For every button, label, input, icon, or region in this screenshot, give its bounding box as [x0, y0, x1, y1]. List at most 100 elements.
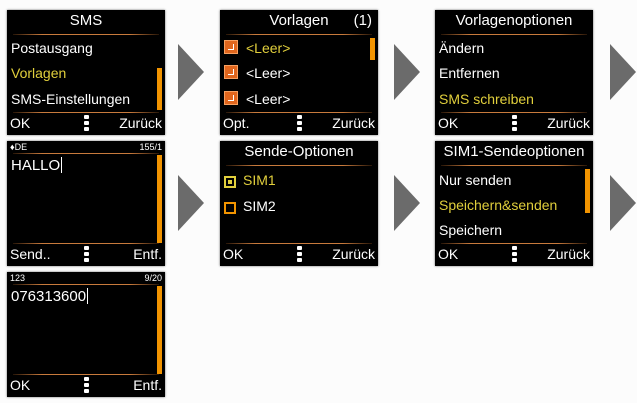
text-cursor	[87, 288, 89, 304]
title-text: Vorlagen	[269, 12, 329, 29]
send-softkey[interactable]: Send..	[10, 246, 51, 262]
softkey-bar: OK Entf.	[7, 375, 165, 395]
arrow-right-icon	[394, 175, 420, 231]
nav-updown-icon	[296, 246, 302, 264]
footer-divider	[13, 243, 159, 244]
radio-option-sim2[interactable]: SIM2	[224, 195, 276, 217]
message-text-field[interactable]: HALLO	[11, 157, 63, 174]
header-divider	[13, 284, 159, 285]
phone-number-text: 076313600	[11, 288, 87, 305]
radio-label: SIM1	[243, 172, 276, 188]
footer-divider	[441, 112, 587, 113]
title-divider	[226, 34, 372, 35]
screen-title: SMS	[69, 12, 103, 29]
number-entry-screen: 123 9/20 076313600 OK Entf.	[7, 272, 165, 397]
nav-updown-icon	[511, 246, 517, 264]
template-label: <Leer>	[246, 91, 291, 107]
input-mode-label: DE	[14, 142, 28, 152]
back-softkey[interactable]: Zurück	[547, 115, 590, 131]
nav-updown-icon	[511, 115, 517, 133]
template-options-screen: Vorlagenoptionen Ändern Entfernen SMS sc…	[435, 10, 593, 135]
option-speichern[interactable]: Speichern	[439, 222, 503, 238]
screen-title: SIM1-Sendeoptionen	[443, 143, 585, 160]
title-divider	[226, 165, 372, 166]
back-softkey[interactable]: Zurück	[332, 115, 375, 131]
ok-softkey[interactable]: OK	[438, 115, 459, 131]
menu-item-vorlagen[interactable]: Vorlagen	[11, 65, 67, 81]
back-softkey[interactable]: Zurück	[119, 115, 162, 131]
title-divider	[441, 165, 587, 166]
template-item-1[interactable]: <Leer>	[224, 37, 290, 59]
options-softkey[interactable]: Opt.	[223, 115, 250, 131]
option-speichern-senden[interactable]: Speichern&senden	[439, 197, 558, 213]
message-text: HALLO	[11, 157, 61, 174]
text-cursor	[61, 157, 63, 173]
template-count: (1)	[353, 12, 372, 29]
softkey-bar: Opt. Zurück	[220, 113, 378, 133]
screen-title: Sende-Optionen	[244, 143, 354, 160]
delete-softkey[interactable]: Entf.	[133, 246, 162, 262]
arrow-right-icon	[394, 44, 420, 100]
template-label: <Leer>	[246, 65, 291, 81]
arrow-right-icon	[610, 175, 636, 231]
phone-number-field[interactable]: 076313600	[11, 288, 89, 305]
sms-menu-screen: SMS Postausgang Vorlagen SMS-Einstellung…	[7, 10, 165, 135]
template-item-2[interactable]: <Leer>	[224, 62, 290, 84]
radio-selected-icon	[224, 176, 236, 188]
sim1-send-options-screen: SIM1-Sendeoptionen Nur senden Speichern&…	[435, 141, 593, 266]
footer-divider	[441, 243, 587, 244]
template-icon	[224, 91, 238, 105]
delete-softkey[interactable]: Entf.	[133, 377, 162, 393]
arrow-right-icon	[610, 44, 636, 100]
radio-label: SIM2	[243, 198, 276, 214]
menu-item-postausgang[interactable]: Postausgang	[11, 40, 93, 56]
option-aendern[interactable]: Ändern	[439, 40, 485, 56]
input-mode-indicator: 123	[10, 273, 26, 283]
ok-softkey[interactable]: OK	[10, 377, 31, 393]
radio-option-sim1[interactable]: SIM1	[224, 169, 276, 191]
template-icon	[224, 40, 238, 54]
softkey-bar: OK Zurück	[435, 244, 593, 264]
title-divider	[441, 34, 587, 35]
arrow-right-icon	[178, 44, 204, 100]
softkey-bar: OK Zurück	[220, 244, 378, 264]
ok-softkey[interactable]: OK	[223, 246, 244, 262]
char-counter: 155/1	[139, 142, 162, 152]
scrollbar[interactable]	[370, 38, 375, 60]
radio-unselected-icon	[224, 202, 236, 214]
screen-title: Vorlagen (1)	[220, 10, 378, 34]
scrollbar[interactable]	[585, 169, 590, 213]
ok-softkey[interactable]: OK	[10, 115, 31, 131]
input-mode-indicator: ♦DE	[10, 142, 28, 152]
footer-divider	[226, 243, 372, 244]
option-nur-senden[interactable]: Nur senden	[439, 172, 512, 188]
footer-divider	[226, 112, 372, 113]
title-divider	[13, 34, 159, 35]
softkey-bar: Send.. Entf.	[7, 244, 165, 264]
back-softkey[interactable]: Zurück	[332, 246, 375, 262]
template-icon	[224, 65, 238, 79]
screen-title: Vorlagenoptionen	[455, 12, 573, 29]
footer-divider	[13, 112, 159, 113]
send-options-screen: Sende-Optionen SIM1 SIM2 OK Zurück	[220, 141, 378, 266]
arrow-right-icon	[178, 175, 204, 231]
option-sms-schreiben[interactable]: SMS schreiben	[439, 91, 534, 107]
footer-divider	[13, 374, 159, 375]
digit-counter: 9/20	[144, 273, 162, 283]
scrollbar[interactable]	[157, 286, 162, 374]
scrollbar[interactable]	[157, 68, 162, 110]
templates-screen: Vorlagen (1) <Leer> <Leer> <Leer> Opt. Z…	[220, 10, 378, 135]
nav-updown-icon	[83, 377, 89, 395]
softkey-bar: OK Zurück	[435, 113, 593, 133]
ok-softkey[interactable]: OK	[438, 246, 459, 262]
menu-item-sms-einstellungen[interactable]: SMS-Einstellungen	[11, 91, 131, 107]
option-entfernen[interactable]: Entfernen	[439, 65, 500, 81]
compose-screen: ♦DE 155/1 HALLO Send.. Entf.	[7, 141, 165, 266]
header-divider	[13, 153, 159, 154]
template-label: <Leer>	[246, 40, 291, 56]
scrollbar[interactable]	[157, 155, 162, 243]
nav-updown-icon	[83, 246, 89, 264]
nav-updown-icon	[296, 115, 302, 133]
back-softkey[interactable]: Zurück	[547, 246, 590, 262]
template-item-3[interactable]: <Leer>	[224, 88, 290, 110]
